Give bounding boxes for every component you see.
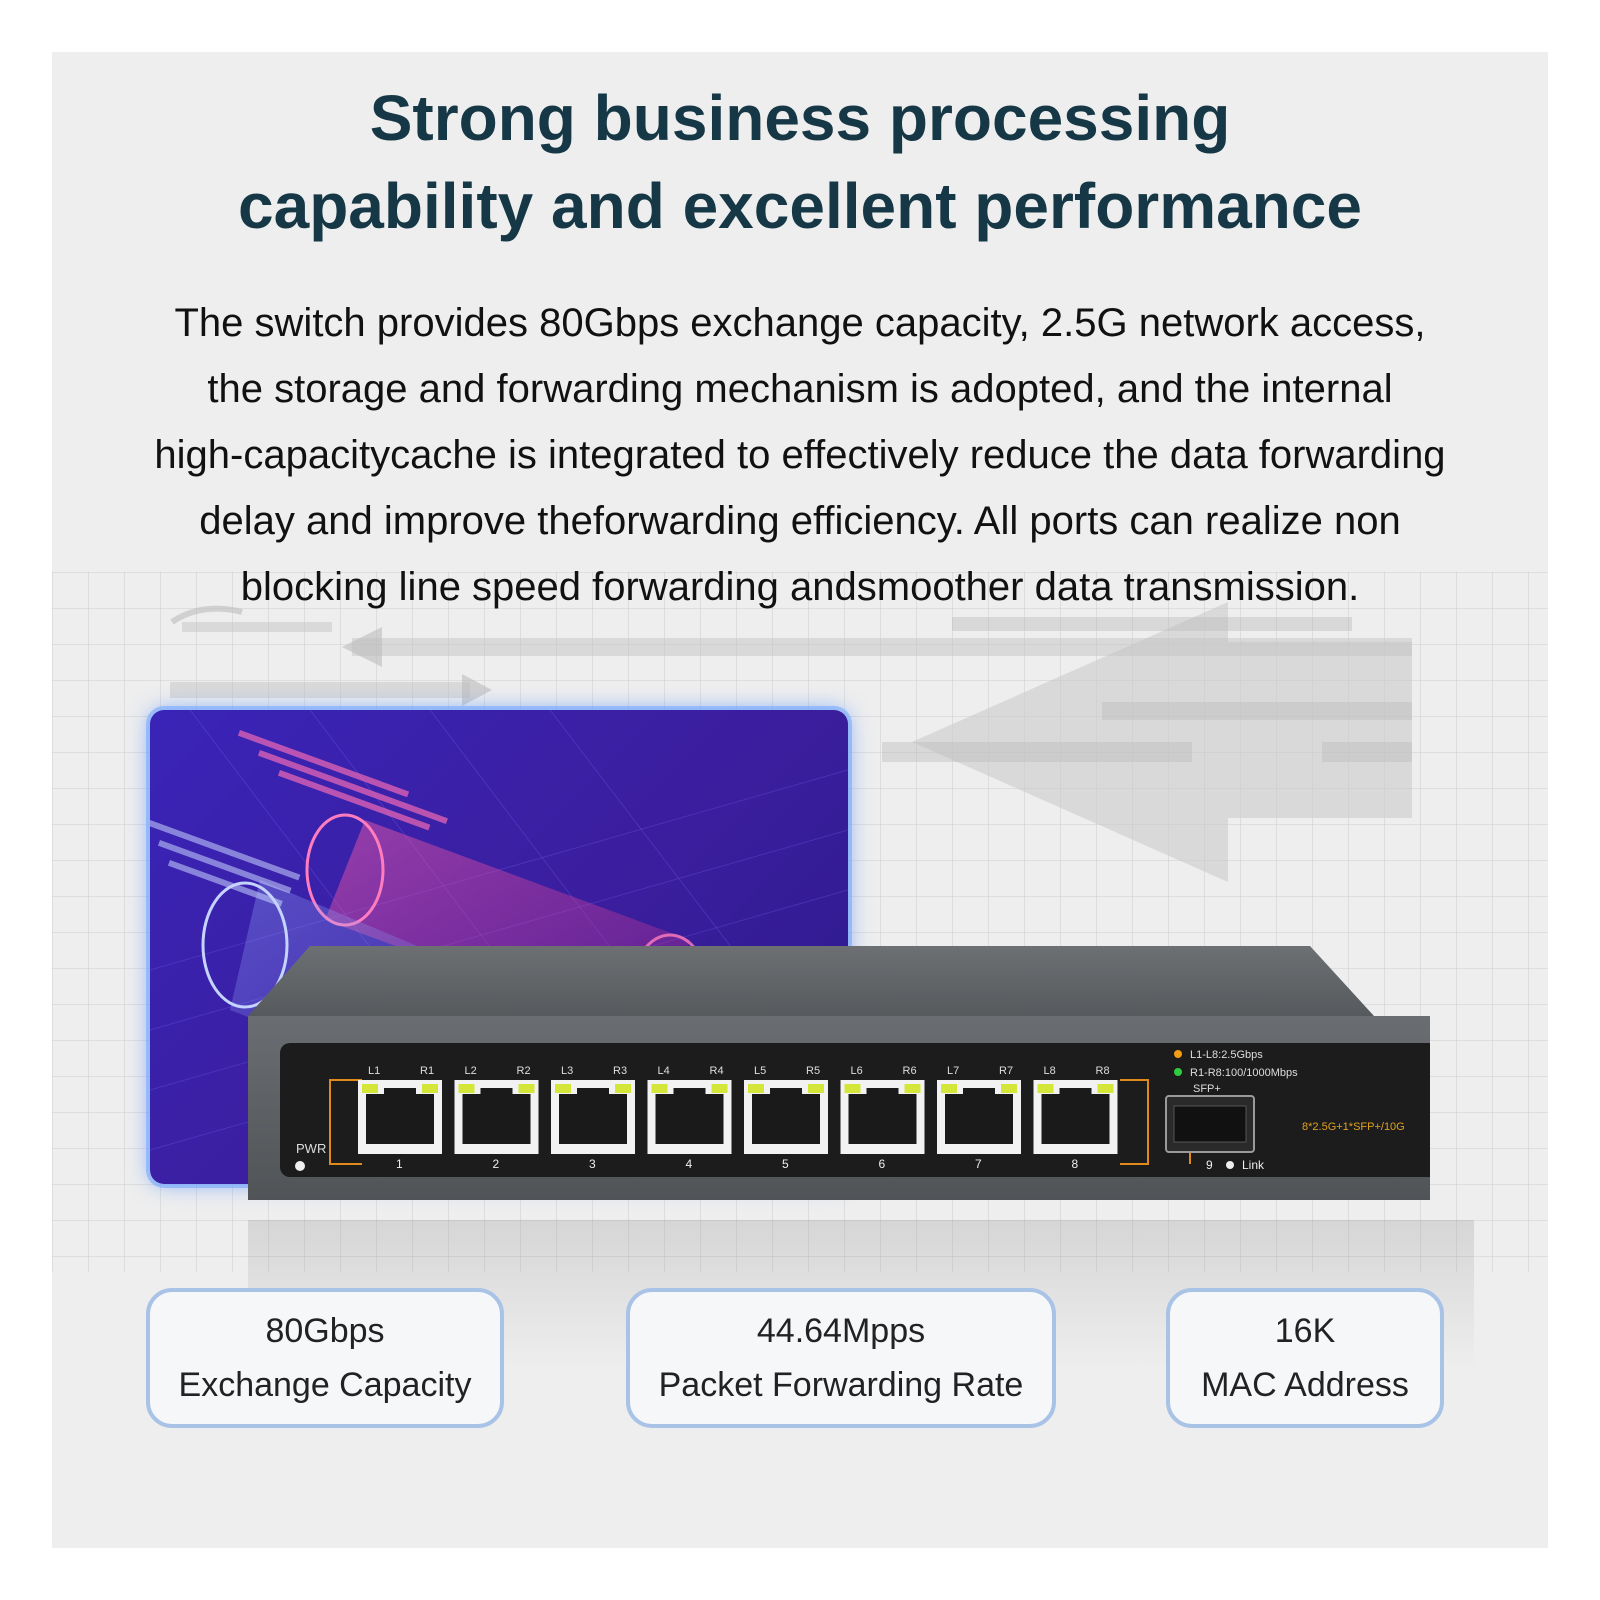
stat-value: 16K — [1274, 1312, 1336, 1350]
port-led-left — [748, 1084, 764, 1093]
port-led-left — [1037, 1084, 1054, 1093]
port-led-right — [518, 1084, 535, 1093]
port-top-label: R2 — [517, 1065, 531, 1077]
rj45-port-tab — [963, 1088, 995, 1098]
description-line: the storage and forwarding mechanism is … — [207, 367, 1393, 411]
rj45-port-socket — [559, 1094, 627, 1144]
rj45-port-socket — [752, 1094, 820, 1144]
port-led-left — [844, 1084, 861, 1093]
page-title: Strong business processing capability an… — [52, 74, 1548, 250]
stat-value: 80Gbps — [265, 1312, 385, 1350]
port-top-label: R5 — [806, 1065, 820, 1077]
port-led-left — [458, 1084, 475, 1093]
title-line-1: Strong business processing — [369, 82, 1231, 154]
rj45-port-tab — [577, 1088, 609, 1098]
stat-label: Exchange Capacity — [178, 1366, 472, 1404]
rj45-port-tab — [384, 1088, 416, 1098]
rj45-port-socket — [1041, 1094, 1110, 1144]
port-top-label: R6 — [903, 1065, 917, 1077]
description-line: The switch provides 80Gbps exchange capa… — [174, 301, 1426, 345]
port-number: 7 — [975, 1157, 982, 1171]
port-top-label: L7 — [947, 1065, 959, 1077]
port-led-left — [941, 1084, 957, 1093]
port-led-right — [711, 1084, 728, 1093]
port-top-label: L5 — [754, 1065, 766, 1077]
stat-label: MAC Address — [1201, 1366, 1409, 1404]
port-top-label: L4 — [658, 1065, 670, 1077]
rj45-port-group: L1 R1 1 L2 R2 2 L3 R3 3 L4 R4 4 L5 R5 5 L6 R6 6 L7 R7 7 L8 R8 8 — [358, 1065, 1118, 1171]
port-top-label: R1 — [420, 1065, 434, 1077]
rj45-port-socket — [848, 1094, 917, 1144]
sfp-label: SFP+ — [1193, 1083, 1221, 1095]
port-top-label: L6 — [851, 1065, 863, 1077]
legend-orange-label: L1-L8:2.5Gbps — [1190, 1049, 1263, 1061]
rj45-port-tab — [673, 1088, 706, 1098]
rj45-port-socket — [366, 1094, 434, 1144]
port-number: 3 — [589, 1157, 596, 1171]
port-top-label: R4 — [710, 1065, 724, 1077]
switch-top-panel — [248, 946, 1374, 1016]
port-top-label: L3 — [561, 1065, 573, 1077]
description-line: blocking line speed forwarding andsmooth… — [240, 565, 1360, 609]
port-led-right — [808, 1084, 824, 1093]
port-led-right — [1001, 1084, 1017, 1093]
port-led-right — [904, 1084, 921, 1093]
rj45-port-socket — [462, 1094, 531, 1144]
rj45-port-tab — [480, 1088, 513, 1098]
stat-card-exchange-capacity: 80Gbps Exchange Capacity — [146, 1288, 504, 1428]
data-flow-arrows-graphic — [170, 602, 1412, 882]
pwr-led — [295, 1161, 305, 1171]
stat-value: 44.64Mpps — [756, 1312, 926, 1350]
rj45-port-tab — [1059, 1088, 1092, 1098]
description-line: delay and improve theforwarding efficien… — [199, 499, 1401, 543]
link-label: Link — [1242, 1158, 1265, 1172]
port-led-left — [362, 1084, 378, 1093]
description-line: high-capacitycache is integrated to effe… — [154, 433, 1446, 477]
rj45-port-tab — [866, 1088, 899, 1098]
port-number: 1 — [396, 1157, 403, 1171]
port-led-right — [1097, 1084, 1114, 1093]
sfp-port-number: 9 — [1206, 1158, 1213, 1172]
stat-label: Packet Forwarding Rate — [658, 1366, 1024, 1404]
rj45-port-tab — [770, 1088, 802, 1098]
port-top-label: R3 — [613, 1065, 627, 1077]
port-number: 6 — [879, 1157, 886, 1171]
title-line-2: capability and excellent performance — [238, 170, 1362, 242]
port-number: 5 — [782, 1157, 789, 1171]
rj45-port-socket — [945, 1094, 1013, 1144]
model-text: 8*2.5G+1*SFP+/10G — [1302, 1121, 1405, 1133]
orange-led-legend-icon — [1174, 1050, 1182, 1058]
sfp-port-cage — [1173, 1105, 1247, 1143]
rj45-port-socket — [655, 1094, 724, 1144]
port-number: 4 — [686, 1157, 693, 1171]
port-top-label: L8 — [1044, 1065, 1056, 1077]
legend-green-label: R1-R8:100/1000Mbps — [1190, 1067, 1298, 1079]
port-led-right — [422, 1084, 438, 1093]
pwr-label: PWR — [296, 1141, 326, 1156]
stat-card-mac-address: 16K MAC Address — [1166, 1288, 1444, 1428]
port-top-label: L1 — [368, 1065, 380, 1077]
port-led-right — [615, 1084, 631, 1093]
port-number: 8 — [1072, 1157, 1079, 1171]
port-top-label: R8 — [1096, 1065, 1110, 1077]
stat-card-packet-forwarding-rate: 44.64Mpps Packet Forwarding Rate — [626, 1288, 1056, 1428]
port-led-left — [651, 1084, 668, 1093]
description-paragraph: The switch provides 80Gbps exchange capa… — [62, 290, 1538, 620]
green-led-legend-icon — [1174, 1068, 1182, 1076]
port-top-label: R7 — [999, 1065, 1013, 1077]
port-number: 2 — [493, 1157, 500, 1171]
link-led — [1226, 1161, 1234, 1169]
port-top-label: L2 — [465, 1065, 477, 1077]
port-led-left — [555, 1084, 571, 1093]
